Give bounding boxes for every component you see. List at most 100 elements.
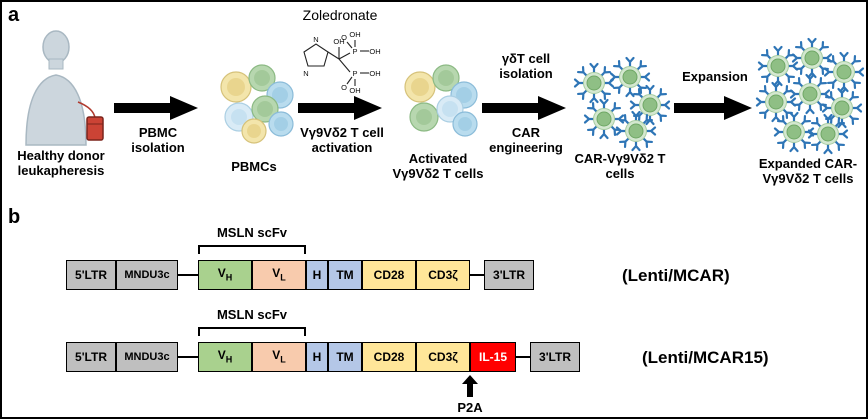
p2a-arrow-icon [462, 375, 478, 397]
construct-segment-ltr3: 3'LTR [530, 342, 580, 372]
donor-illustration [25, 30, 104, 146]
activated-cell-blue-2 [452, 111, 478, 137]
construct-segment-cd3z: CD3ζ [416, 260, 470, 290]
pbmc-cell-blue-2 [268, 111, 294, 137]
activated-cell-green [432, 64, 460, 92]
donor-torso [25, 74, 87, 146]
construct-segment-cd3z: CD3ζ [416, 342, 470, 372]
segment-connector-line [178, 356, 198, 358]
atom-label-n1: N [313, 35, 318, 44]
atom-label-oh-right-bot: OH [369, 69, 380, 78]
construct-segment-vl: VL [252, 342, 306, 372]
atom-label-o-bot: O [341, 83, 347, 92]
stage-caption-donor: Healthy donor leukapheresis [17, 148, 105, 178]
arrow-4-label-above: Expansion [682, 69, 748, 84]
panel-b-label: b [8, 206, 21, 228]
atom-label-oh-right-top: OH [369, 47, 380, 56]
process-arrow-4 [674, 96, 752, 120]
stage-caption-car: CAR-Vγ9Vδ2 T cells [574, 151, 666, 181]
construct-name-mcar: (Lenti/MCAR) [622, 266, 730, 285]
scfv-bracket-label-1: MSLN scFv [216, 225, 288, 240]
pbmc-cell-yellow [220, 71, 252, 103]
construct-segment-mndu3c: MNDU3c [116, 342, 178, 372]
process-arrow-2 [298, 96, 382, 120]
atom-label-oh-center: OH [333, 37, 344, 46]
construct-row-mcar: 5'LTR MNDU3c VH VL H TM CD28 CD3ζ 3'LTR [66, 260, 534, 290]
car-t-cell [789, 73, 831, 115]
stage-caption-pbmcs: PBMCs [231, 159, 277, 174]
process-arrow-1 [114, 96, 198, 120]
arrow-3-label-below: CAR engineering [489, 125, 563, 155]
activated-cells-illustration [404, 64, 478, 137]
donor-neck [48, 58, 64, 70]
car-t-cell [573, 62, 615, 104]
panel-a-label: a [8, 4, 20, 26]
segment-connector-line [470, 274, 484, 276]
construct-segment-vl: VL [252, 260, 306, 290]
arrow-3-label-above: γδT cell isolation [499, 51, 553, 81]
atom-label-n2: N [303, 69, 308, 78]
pbmc-cell-green-2 [251, 95, 279, 123]
segment-label: 3'LTR [493, 268, 525, 282]
segment-label: VH [217, 348, 233, 365]
construct-segment-cd28: CD28 [362, 260, 416, 290]
expanded-car-t-cells-illustration [755, 37, 865, 155]
segment-label: IL-15 [478, 350, 507, 364]
pbmc-cell-green [248, 64, 276, 92]
segment-label: TM [336, 268, 354, 282]
car-t-cell [757, 45, 799, 87]
segment-label: 5'LTR [75, 268, 107, 282]
construct-segment-hinge: H [306, 260, 328, 290]
car-t-cell [583, 98, 625, 140]
stage-caption-activated: Activated Vγ9Vδ2 T cells [392, 151, 484, 181]
activated-cell-yellow [404, 71, 436, 103]
segment-label: MNDU3c [124, 268, 170, 281]
atom-label-p-top: P [352, 47, 357, 56]
segment-label: CD28 [373, 350, 405, 364]
car-t-cells-illustration [573, 56, 671, 152]
atom-label-o-top: O [341, 33, 347, 42]
pbmc-cell-yellow-2 [241, 118, 267, 144]
segment-label: VL [272, 266, 286, 283]
zoledronate-structure: N N OH P O OH OH P O OH OH [303, 30, 380, 95]
car-t-cell [823, 51, 865, 93]
segment-connector-line [178, 274, 198, 276]
segment-label: 3'LTR [539, 350, 571, 364]
scfv-bracket-label-2: MSLN scFv [216, 307, 288, 322]
scfv-bracket-2 [198, 327, 306, 336]
car-t-cell [755, 81, 797, 123]
construct-segment-tm: TM [328, 260, 362, 290]
segment-label: 5'LTR [75, 350, 107, 364]
donor-head [42, 30, 70, 64]
segment-label: H [312, 350, 322, 364]
activated-cell-green-2 [409, 102, 439, 132]
construct-segment-ltr5: 5'LTR [66, 260, 116, 290]
construct-segment-il15: IL-15 [470, 342, 516, 372]
construct-row-mcar15: 5'LTR MNDU3c VH VL H TM CD28 CD3ζ IL-15 3'LTR [66, 342, 580, 372]
segment-label: CD28 [373, 268, 405, 282]
construct-segment-hinge: H [306, 342, 328, 372]
chem-bonds [303, 40, 369, 86]
segment-label: CD3ζ [428, 350, 458, 364]
atom-label-oh-bot: OH [349, 86, 360, 95]
construct-segment-vh: VH [198, 342, 252, 372]
segment-connector-line [516, 356, 530, 358]
construct-segment-ltr3: 3'LTR [484, 260, 534, 290]
construct-segment-tm: TM [328, 342, 362, 372]
car-t-cell [791, 37, 833, 79]
pbmc-cells-illustration [220, 64, 294, 144]
car-t-cell [773, 111, 815, 153]
atom-label-oh-top: OH [349, 30, 360, 39]
segment-label: VH [217, 266, 233, 283]
segment-label: MNDU3c [124, 350, 170, 363]
construct-segment-vh: VH [198, 260, 252, 290]
blood-bag-icon [86, 116, 104, 141]
zoledronate-title: Zoledronate [302, 7, 378, 23]
arrow-1-label: PBMC isolation [131, 125, 185, 155]
construct-segment-cd28: CD28 [362, 342, 416, 372]
construct-segment-mndu3c: MNDU3c [116, 260, 178, 290]
scfv-bracket-1 [198, 245, 306, 254]
segment-label: TM [336, 350, 354, 364]
p2a-label: P2A [457, 400, 483, 415]
